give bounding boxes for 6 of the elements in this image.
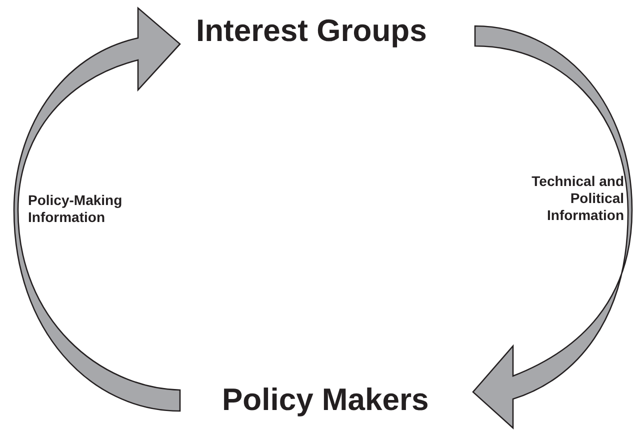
node-label: Interest Groups bbox=[196, 15, 427, 46]
edge-label: Policy-Making Information bbox=[28, 192, 124, 226]
edge-label: Technical and Political Information bbox=[530, 173, 624, 224]
curved-arrow bbox=[472, 25, 633, 429]
node-label: Policy Makers bbox=[222, 384, 429, 415]
curved-arrow bbox=[13, 7, 181, 412]
